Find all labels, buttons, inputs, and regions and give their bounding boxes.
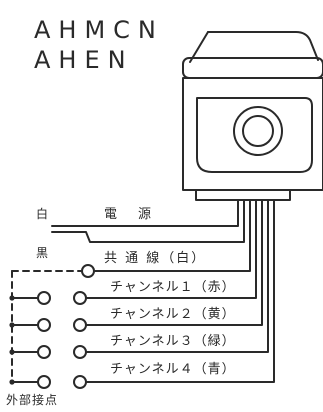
model-name-2: AHEN <box>34 46 134 74</box>
junction-dots <box>9 295 15 385</box>
channel-1-circuit <box>11 199 257 305</box>
channel-4-label: チャンネル４（青） <box>110 362 236 377</box>
power-wires <box>51 199 245 243</box>
channel-2-label: チャンネル２（黄） <box>110 307 236 322</box>
channel-2-circuit <box>11 199 263 332</box>
external-contacts-label: 外部接点 <box>6 393 59 407</box>
device-unit <box>182 31 323 201</box>
power-label: 電 源 <box>104 207 156 222</box>
model-name-1: AHMCN <box>34 16 164 44</box>
channel-4-circuit <box>11 199 275 389</box>
common-wire-label: 共 通 線（白） <box>104 251 207 266</box>
black-wire-label: 黒 <box>36 246 49 260</box>
channel-1-label: チャンネル１（赤） <box>110 280 236 295</box>
channel-3-circuit <box>11 199 269 359</box>
channel-3-label: チャンネル３（緑） <box>110 334 236 349</box>
white-wire-label: 白 <box>36 207 49 221</box>
